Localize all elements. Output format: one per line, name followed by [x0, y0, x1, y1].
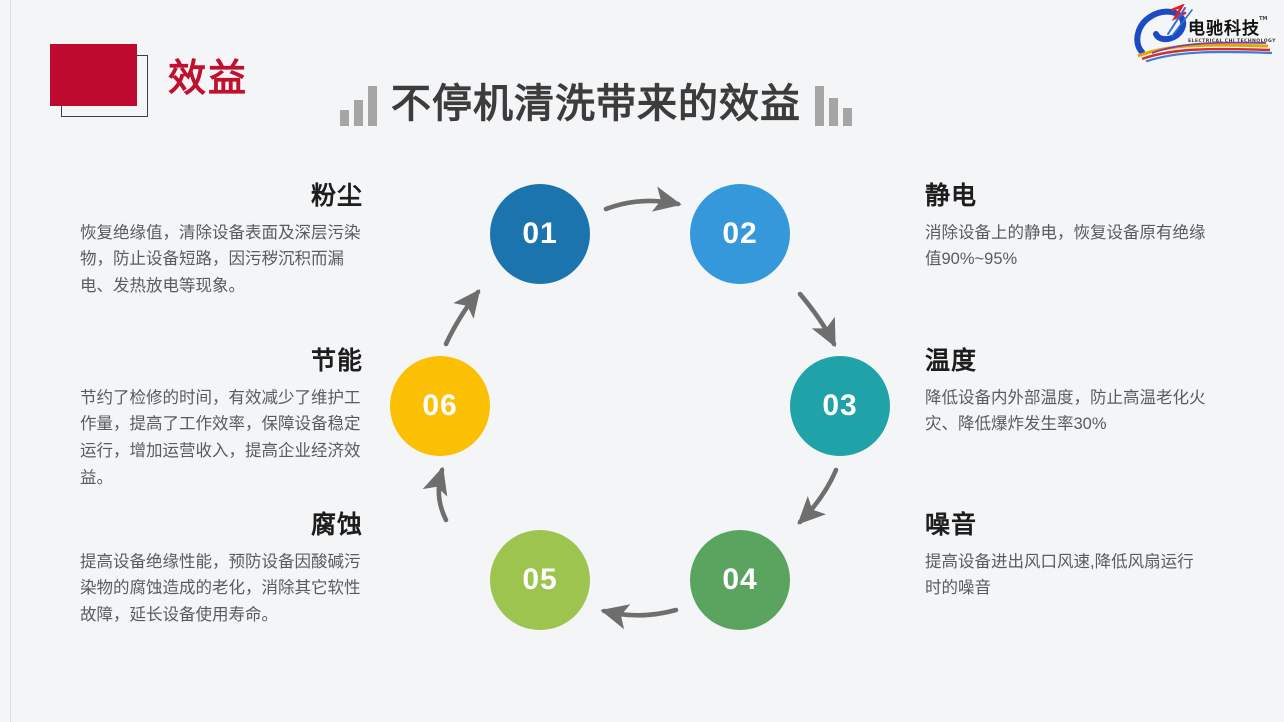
info-block-temperature-desc: 降低设备内外部温度，防止高温老化火灾、降低爆炸发生率30%	[925, 388, 1206, 434]
arrow-01-to-02	[603, 186, 682, 212]
section-badge-label: 效益	[168, 58, 249, 100]
bar-chart-icon-right	[815, 84, 852, 126]
info-block-noise: 噪音 提高设备进出风口风速,降低风扇运行时的噪音	[925, 511, 1210, 602]
cycle-node-06[interactable]: 06	[390, 356, 490, 456]
section-badge	[50, 44, 150, 122]
info-block-corrosion-title: 腐蚀	[310, 511, 363, 539]
info-block-noise-desc: 提高设备进出风口风速,降低风扇运行时的噪音	[925, 552, 1194, 598]
arrow-03-to-04	[797, 467, 839, 525]
arrow-02-to-03	[797, 291, 837, 348]
left-edge-divider	[10, 0, 11, 722]
cycle-node-05[interactable]: 05	[490, 530, 590, 630]
badge-red-square	[50, 44, 137, 106]
page-title-row: 不停机清洗带来的效益	[340, 64, 852, 126]
cycle-node-06-number: 06	[422, 389, 458, 422]
info-block-corrosion-desc: 提高设备绝缘性能，预防设备因酸碱污染物的腐蚀造成的老化，消除其它软性故障，延长设…	[80, 552, 361, 624]
company-logo: 电驰科技 ELECTRICAL CHI TECHNOLOGY TM	[1128, 3, 1276, 63]
info-block-static-title: 静电	[925, 182, 978, 210]
bar-chart-icon-left	[340, 84, 377, 126]
info-block-static: 静电 消除设备上的静电，恢复设备原有绝缘值90%~95%	[925, 182, 1210, 273]
cycle-node-03-number: 03	[822, 389, 858, 422]
info-block-noise-title: 噪音	[925, 511, 978, 539]
info-block-dust-title: 粉尘	[310, 182, 363, 210]
info-block-energy-desc: 节约了检修的时间，有效减少了维护工作量，提高了工作效率，保障设备稳定运行，增加运…	[80, 388, 361, 487]
svg-text:TM: TM	[1259, 16, 1267, 22]
page-title: 不停机清洗带来的效益	[391, 82, 801, 126]
info-block-corrosion: 腐蚀 提高设备绝缘性能，预防设备因酸碱污染物的腐蚀造成的老化，消除其它软性故障，…	[80, 511, 363, 629]
info-block-static-desc: 消除设备上的静电，恢复设备原有绝缘值90%~95%	[925, 223, 1206, 269]
svg-text:ELECTRICAL CHI TECHNOLOGY: ELECTRICAL CHI TECHNOLOGY	[1188, 38, 1276, 44]
arrow-05-to-06	[422, 466, 449, 523]
info-block-temperature: 温度 降低设备内外部温度，防止高温老化火灾、降低爆炸发生率30%	[925, 347, 1210, 438]
cycle-node-04-number: 04	[722, 563, 758, 596]
info-block-energy-title: 节能	[310, 347, 363, 375]
cycle-node-01-number: 01	[522, 217, 558, 250]
arrow-04-to-05	[600, 604, 679, 630]
svg-text:电驰科技: 电驰科技	[1188, 18, 1260, 39]
info-block-energy: 节能 节约了检修的时间，有效减少了维护工作量，提高了工作效率，保障设备稳定运行，…	[80, 347, 363, 491]
cycle-node-04[interactable]: 04	[690, 530, 790, 630]
cycle-node-05-number: 05	[522, 563, 558, 596]
info-block-temperature-title: 温度	[925, 347, 978, 375]
info-block-dust-desc: 恢复绝缘值，清除设备表面及深层污染物，防止设备短路，因污秽沉积而漏电、发热放电等…	[80, 223, 361, 295]
cycle-node-01[interactable]: 01	[490, 184, 590, 284]
arrow-06-to-01	[443, 289, 481, 347]
cycle-node-02[interactable]: 02	[690, 184, 790, 284]
cycle-node-03[interactable]: 03	[790, 356, 890, 456]
cycle-node-02-number: 02	[722, 217, 758, 250]
info-block-dust: 粉尘 恢复绝缘值，清除设备表面及深层污染物，防止设备短路，因污秽沉积而漏电、发热…	[80, 182, 363, 300]
